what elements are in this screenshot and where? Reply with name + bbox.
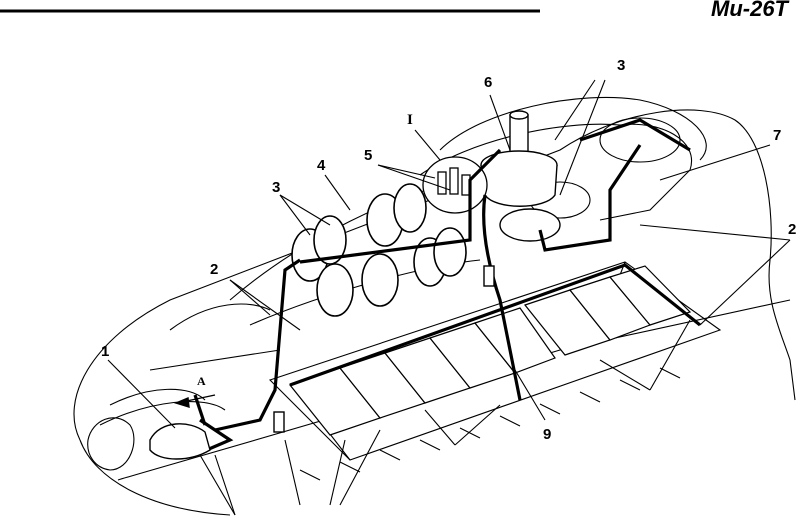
callout-7: 7: [773, 127, 782, 144]
callout-6: 6: [484, 74, 493, 91]
callout-3-left: 3: [272, 179, 281, 196]
callout-2-left: 2: [210, 261, 219, 278]
callout-1: 1: [101, 343, 110, 360]
small-units: [149, 265, 495, 460]
callout-9: 9: [543, 426, 552, 443]
callout-5: 5: [364, 147, 373, 164]
callout-3-top: 3: [617, 57, 626, 74]
leader-lines: [107, 79, 791, 516]
main-gearbox: [480, 110, 561, 242]
header-title: Ми-26Т: [711, 0, 788, 21]
detail-label: I: [407, 112, 413, 128]
callout-4: 4: [317, 157, 326, 174]
view-label: A: [197, 374, 206, 388]
callout-2-right: 2: [788, 221, 797, 238]
fuel-lines: [193, 118, 701, 457]
view-arrow: [173, 394, 216, 408]
detail-circle: [422, 156, 488, 214]
